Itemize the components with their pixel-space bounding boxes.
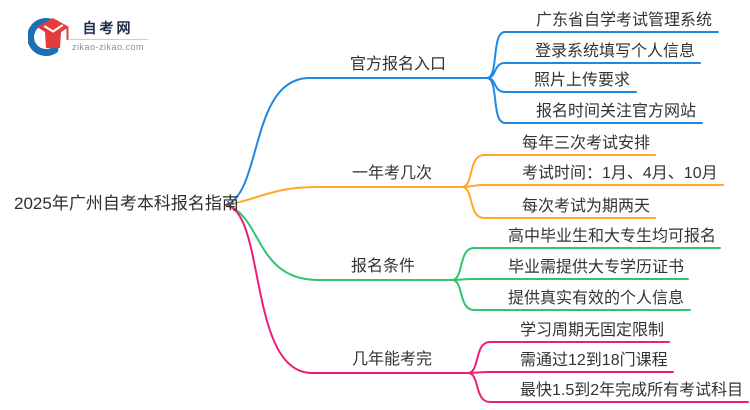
root-topic[interactable]: 2025年广州自考本科报名指南 bbox=[14, 194, 239, 213]
branch-connectors-years-to-finish bbox=[225, 204, 749, 403]
graduation-cap-icon bbox=[37, 18, 69, 48]
leaf-node[interactable]: 每年三次考试安排 bbox=[522, 135, 651, 152]
leaf-node[interactable]: 登录系统填写个人信息 bbox=[535, 43, 696, 60]
branch-label-requirements[interactable]: 报名条件 bbox=[350, 258, 416, 275]
leaf-node[interactable]: 广东省自学考试管理系统 bbox=[536, 12, 713, 29]
branch-label-exams-per-year[interactable]: 一年考几次 bbox=[351, 165, 433, 182]
branch-connectors-official-entry bbox=[225, 31, 719, 206]
connector-line bbox=[461, 184, 724, 188]
logo-title: 自考网 bbox=[82, 20, 134, 36]
logo-divider bbox=[68, 39, 148, 40]
crescent-shape bbox=[28, 18, 59, 56]
leaf-node[interactable]: 提供真实有效的个人信息 bbox=[508, 290, 685, 307]
connector-line bbox=[225, 186, 463, 206]
connector-line bbox=[467, 372, 749, 403]
connector-line bbox=[225, 204, 453, 281]
logo-text-block: 自考网 zikao-zikao.com bbox=[68, 20, 148, 52]
leaf-node[interactable]: 高中毕业生和大专生均可报名 bbox=[508, 228, 717, 245]
leaf-node[interactable]: 报名时间关注官方网站 bbox=[536, 103, 697, 120]
connector-line bbox=[467, 341, 670, 374]
connector-line bbox=[451, 247, 721, 281]
branch-connectors-requirements bbox=[225, 204, 721, 311]
leaf-node[interactable]: 需通过12到18门课程 bbox=[520, 352, 668, 369]
branch-label-years-to-finish[interactable]: 几年能考完 bbox=[351, 351, 433, 368]
leaf-node[interactable]: 毕业需提供大专学历证书 bbox=[508, 259, 685, 276]
logo: 自考网 zikao-zikao.com bbox=[28, 10, 188, 60]
connector-line bbox=[451, 279, 691, 311]
leaf-node[interactable]: 学习周期无固定限制 bbox=[520, 322, 665, 339]
connector-line bbox=[467, 371, 674, 374]
leaf-node[interactable]: 最快1.5到2年完成所有考试科目 bbox=[520, 382, 744, 399]
logo-icon bbox=[28, 18, 69, 56]
connector-line bbox=[225, 204, 469, 374]
connector-line bbox=[225, 77, 488, 206]
logo-domain: zikao-zikao.com bbox=[71, 42, 145, 52]
connector-line bbox=[461, 186, 656, 219]
leaf-node[interactable]: 考试时间：1月、4月、10月 bbox=[522, 165, 718, 182]
leaf-node[interactable]: 每次考试为期两天 bbox=[522, 198, 651, 215]
branch-label-official-entry[interactable]: 官方报名入口 bbox=[349, 56, 447, 73]
connector-line bbox=[461, 154, 656, 188]
connector-line bbox=[486, 77, 703, 124]
connector-line bbox=[451, 278, 689, 281]
branch-connectors-exams-per-year bbox=[225, 154, 724, 219]
leaf-node[interactable]: 照片上传要求 bbox=[534, 72, 631, 89]
